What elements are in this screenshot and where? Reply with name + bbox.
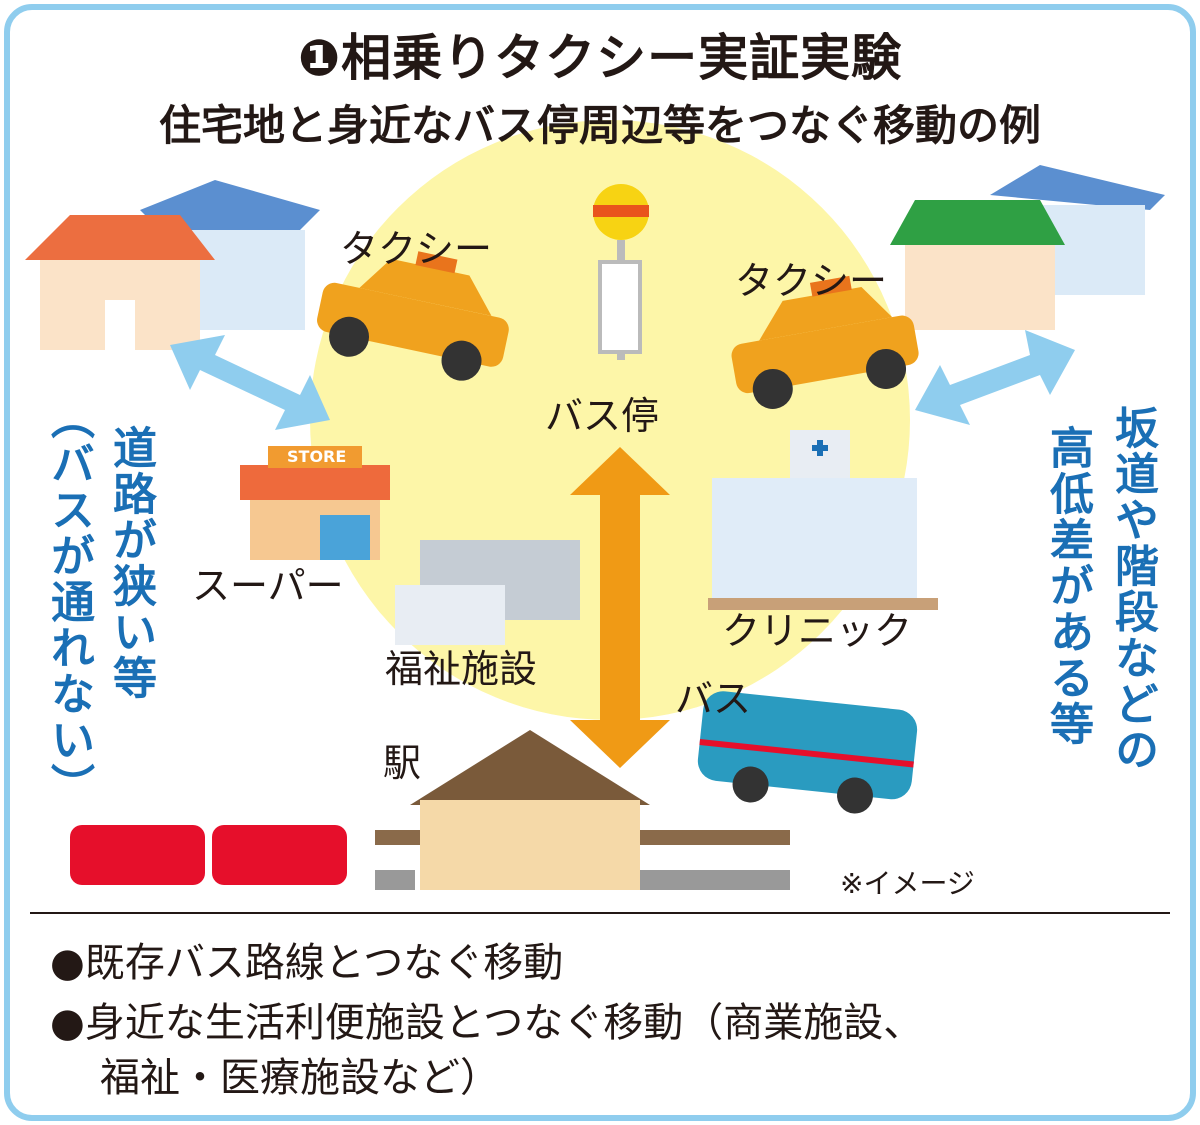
taxi-label-left: タクシー [340, 227, 493, 271]
bus-label: バス [675, 677, 752, 721]
supermarket-label: スーパー [192, 564, 344, 608]
station-illustration [375, 730, 790, 890]
clinic-illustration [708, 430, 938, 610]
houses-right-illustration [890, 165, 1165, 330]
bullet-1: ●既存バス路線とつなぐ移動 [50, 940, 564, 986]
welfare-label: 福祉施設 [385, 647, 538, 691]
taxi-left-illustration [317, 251, 509, 381]
orange-arrow [570, 447, 670, 768]
frame-border [4, 4, 1196, 1121]
taxi-label-right: タクシー [735, 259, 888, 303]
title: ❶相乗りタクシー実証実験 [297, 29, 903, 87]
image-note: ※イメージ [840, 867, 975, 900]
bus-stop-illustration [593, 184, 649, 360]
store-illustration [240, 446, 390, 560]
right-note-2: 高低差がある等 [1042, 425, 1093, 747]
welfare-building-illustration [395, 540, 580, 645]
subtitle: 住宅地と身近なバス停周辺等をつなぐ移動の例 [158, 101, 1041, 150]
bus-illustration [697, 691, 918, 814]
bus-stop-label: バス停 [545, 394, 660, 438]
houses-left-illustration [25, 180, 320, 350]
bullet-2-continued: 福祉・医療施設など） [100, 1055, 500, 1101]
bullet-2: ●身近な生活利便施設とつなぐ移動（商業施設、 [50, 1000, 924, 1046]
right-note-1: 坂道や階段などの [1107, 405, 1158, 773]
trains-illustration [70, 825, 347, 885]
blue-arrows [170, 330, 1075, 430]
left-note-paren: （バスが通れない） [43, 395, 94, 809]
station-label: 駅 [383, 741, 422, 785]
clinic-label: クリニック [722, 609, 913, 653]
taxi-right-illustration [731, 275, 919, 409]
left-note-main: 道路が狭い等 [105, 425, 156, 701]
divider [30, 912, 1170, 914]
store-sign: STORE [287, 447, 347, 466]
